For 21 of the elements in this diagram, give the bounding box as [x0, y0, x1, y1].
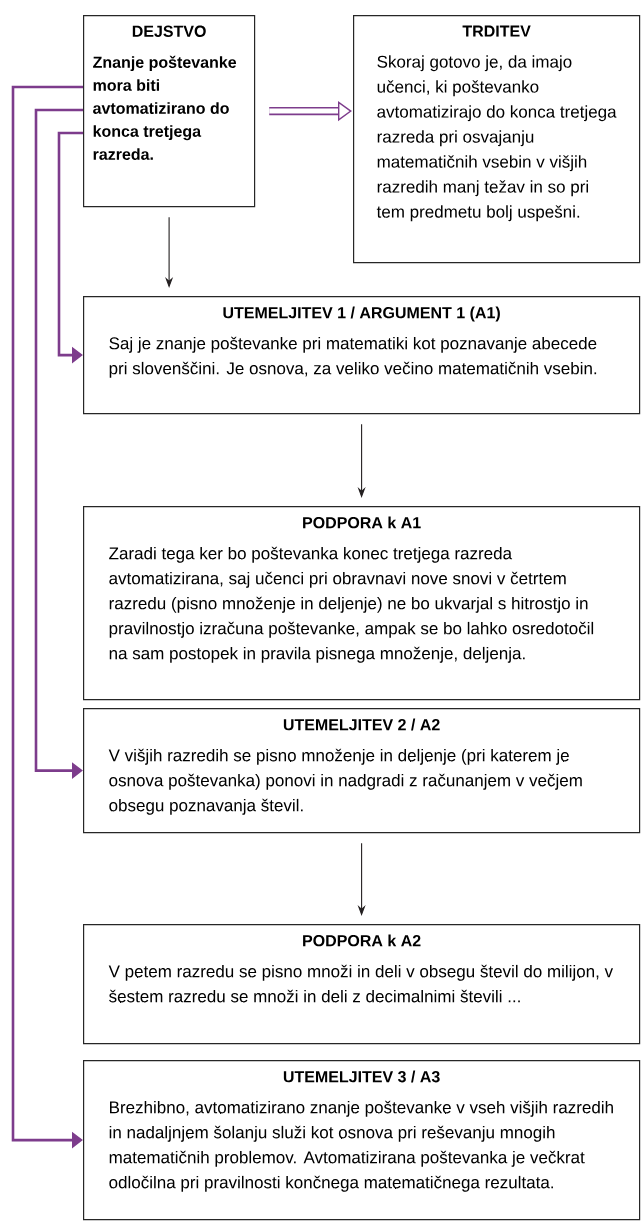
- text-box: [83, 506, 641, 701]
- box-text: Skoraj gotovo je, da imajo učenci, ki poštevanko avtomatizirajo do konca tretjega razreda pri osvajanju matematičnih vsebin v višjih razredih manj težav in so pri tem predmetu bolj uspešni.: [376, 55, 617, 222]
- box-heading: PODPORA k A1: [303, 516, 421, 529]
- text-box: [83, 1060, 641, 1221]
- text-box: [83, 296, 641, 415]
- text-box: [353, 15, 641, 264]
- box-heading: PODPORA k A2: [303, 934, 421, 947]
- text-box: [83, 924, 641, 1045]
- box-heading: UTEMELJITEV 1 / ARGUMENT 1 (A1): [223, 306, 500, 322]
- box-heading: TRDITEV: [462, 25, 531, 37]
- box-text: Saj je znanje poštevanke pri matematiki kot poznavanje abecede pri slovenščini. Je osnova, za veliko večino matematičnih vsebin.: [109, 336, 597, 378]
- box-heading: DEJSTVO: [132, 25, 206, 37]
- box-text: V petem razredu se pisno množi in deli v obsegu števil do milijon, v šestem razredu se množi in deli z decimalnimi števili ...: [108, 964, 613, 1003]
- text-box: [83, 708, 641, 834]
- text-box: [83, 15, 256, 208]
- box-text: V višjih razredih se pisno množenje in deljenje (pri katerem je osnova poštevanka) ponovi in nadgradi z računanjem v večjem obsegu poznavanja števil.: [108, 748, 582, 815]
- box-text: Brezhibno, avtomatizirano znanje poštevanke v vseh višjih razredih in nadaljnjem šolanju služi kot osnova pri reševanju mnogih matematičnih problemov. Avtomatizirana poštevanka je večkrat odločilna pri pravilnosti končnega matematičnega rezultata.: [109, 1100, 613, 1192]
- box-heading: UTEMELJITEV 2 / A2: [283, 718, 440, 731]
- box-heading: UTEMELJITEV 3 / A3: [283, 1070, 440, 1083]
- box-text: Znanje poštevanke mora biti avtomatizirano do konca tretjega razreda.: [93, 55, 237, 160]
- box-text: Zaradi tega ker bo poštevanka konec tretjega razreda avtomatizirana, saj učenci pri obravnavi nove snovi v četrtem razredu (pisno množenje in deljenje) ne bo ukvarjal s hitrostjo in pravilnostjo izračuna poštevanke, ampak se bo lahko osredotočil na sam postopek in pravila pisnega množenje, deljenja.: [109, 546, 594, 663]
